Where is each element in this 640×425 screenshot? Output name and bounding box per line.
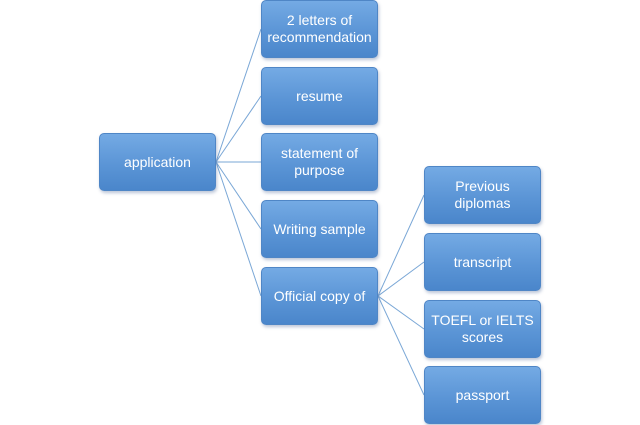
node-resume-label: resume — [296, 87, 343, 104]
node-previous-diplomas-label: Previous diplomas — [454, 178, 511, 211]
connector-application-to-letters — [215, 28, 262, 163]
connector-application-to-resume — [215, 95, 262, 163]
node-transcript: transcript — [424, 233, 541, 291]
connector-application-to-writing-sample — [215, 161, 262, 230]
node-statement-of-purpose: statement of purpose — [261, 133, 378, 191]
node-official-copy-of: Official copy of — [261, 267, 378, 325]
connector-official-copy-to-scores — [377, 295, 425, 330]
node-writing-sample: Writing sample — [261, 200, 378, 258]
connector-application-to-official-copy — [215, 161, 262, 297]
node-statement-of-purpose-label: statement of purpose — [280, 145, 359, 178]
node-toefl-ielts-scores: TOEFL or IELTS scores — [424, 300, 541, 358]
connector-official-copy-to-transcript — [377, 261, 425, 297]
node-resume: resume — [261, 67, 378, 125]
node-toefl-ielts-scores-label: TOEFL or IELTS scores — [431, 312, 534, 345]
node-application: application — [99, 133, 216, 191]
connector-official-copy-to-diplomas — [377, 194, 425, 297]
node-application-label: application — [124, 153, 191, 170]
node-passport-label: passport — [455, 386, 510, 403]
node-letters-of-recommendation: 2 letters of recommendation — [261, 0, 378, 58]
connector-official-copy-to-passport — [377, 295, 425, 396]
node-writing-sample-label: Writing sample — [273, 220, 366, 237]
node-official-copy-of-label: Official copy of — [273, 287, 366, 304]
node-passport: passport — [424, 366, 541, 424]
node-letters-of-recommendation-label: 2 letters of recommendation — [267, 12, 372, 45]
node-previous-diplomas: Previous diplomas — [424, 166, 541, 224]
node-transcript-label: transcript — [453, 253, 512, 270]
